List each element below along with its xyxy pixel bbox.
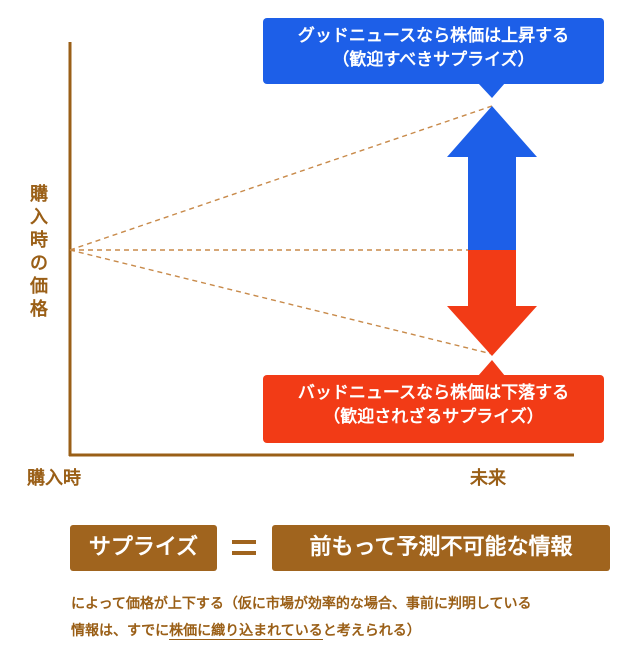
bad-news-callout: バッドニュースなら株価は下落する （歓迎されざるサプライズ） xyxy=(263,375,604,443)
explanation-note: によって価格が上下する（仮に市場が効率的な場合、事前に判明している 情報は、すで… xyxy=(71,591,616,645)
note-highlight: 株価に織り込まれている xyxy=(169,623,323,640)
bad-callout-pointer xyxy=(478,360,505,376)
x-axis-start-label: 購入時 xyxy=(27,468,81,489)
diagram-canvas xyxy=(68,42,574,457)
bad-news-title: バッドニュースなら株価は下落する xyxy=(297,383,570,403)
y-axis-label-char: の xyxy=(30,253,48,274)
x-axis-end-label: 未来 xyxy=(470,468,506,489)
unpredictable-info-box: 前もって予測不可能な情報 xyxy=(272,525,610,571)
good-callout-pointer xyxy=(478,83,505,98)
good-news-title: グッドニュースなら株価は上昇する xyxy=(297,26,570,46)
y-axis-label-char: 入 xyxy=(30,207,48,228)
note-line-2-before: 情報は、すでに xyxy=(71,623,170,639)
bad-news-subtitle: （歓迎されざるサプライズ） xyxy=(323,407,544,427)
dashed-line-up xyxy=(69,105,493,251)
y-axis-label: 購 入 時 の 価 格 xyxy=(27,183,51,321)
equation-row: サプライズ 前もって予測不可能な情報 xyxy=(70,525,610,571)
good-news-subtitle: （歓迎すべきサプライズ） xyxy=(332,50,535,70)
note-line-2-after: と考えられる） xyxy=(322,623,421,639)
note-line-1: によって価格が上下する（仮に市場が効率的な場合、事前に判明している xyxy=(71,596,532,612)
note-line-2: 情報は、すでに株価に織り込まれていると考えられる） xyxy=(71,618,616,645)
surprise-box: サプライズ xyxy=(70,525,217,571)
down-arrow xyxy=(447,250,537,356)
equals-sign xyxy=(217,525,272,571)
y-axis-label-char: 購 xyxy=(30,184,48,205)
y-axis-label-char: 格 xyxy=(30,299,48,320)
good-news-callout: グッドニュースなら株価は上昇する （歓迎すべきサプライズ） xyxy=(263,18,604,84)
y-axis-label-char: 時 xyxy=(30,230,48,251)
y-axis-label-char: 価 xyxy=(30,276,48,297)
up-arrow xyxy=(447,106,537,250)
dashed-line-down xyxy=(69,249,493,355)
